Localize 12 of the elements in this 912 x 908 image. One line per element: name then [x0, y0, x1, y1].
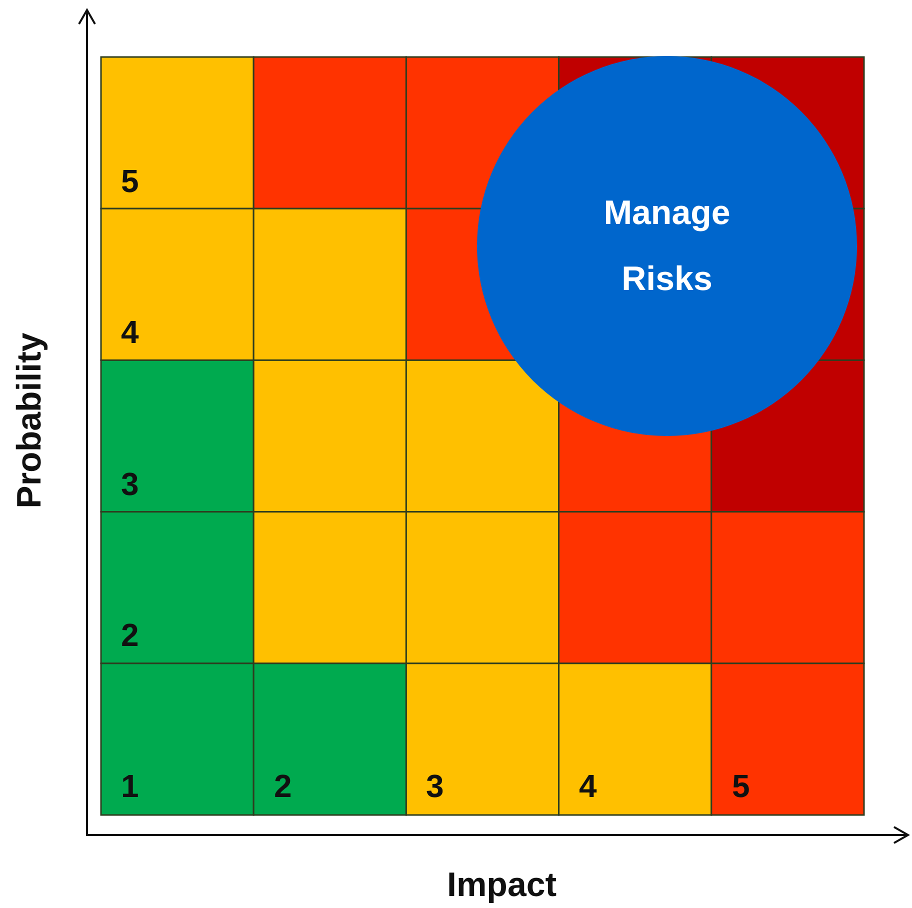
level-number: 2	[274, 770, 292, 802]
level-number: 5	[121, 165, 139, 197]
level-number: 1	[121, 770, 139, 802]
x-axis-title: Impact	[447, 866, 557, 905]
level-number: 5	[732, 770, 750, 802]
level-number: 4	[579, 770, 597, 802]
level-number: 2	[121, 619, 139, 651]
level-number: 3	[121, 468, 139, 500]
level-number: 4	[121, 316, 139, 348]
y-axis-title: Probability	[10, 332, 50, 508]
circle-label: Manage Risks	[602, 193, 732, 300]
level-number: 3	[426, 770, 444, 802]
